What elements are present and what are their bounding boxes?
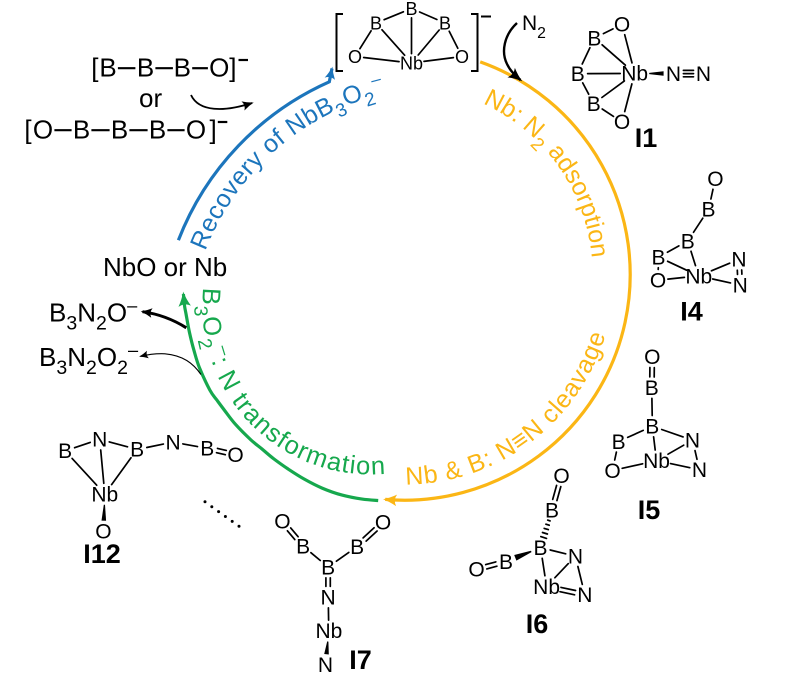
svg-text:B: B xyxy=(645,416,659,439)
svg-text:O: O xyxy=(604,460,620,483)
svg-text:N: N xyxy=(696,63,711,86)
svg-text:O: O xyxy=(644,346,660,369)
svg-text:B: B xyxy=(651,246,665,269)
svg-text:O: O xyxy=(186,115,206,145)
svg-text:B: B xyxy=(111,115,128,145)
svg-text:O: O xyxy=(348,47,362,67)
svg-text:O: O xyxy=(614,14,630,37)
svg-text:O: O xyxy=(375,512,391,535)
svg-text:B: B xyxy=(73,115,90,145)
svg-text:B: B xyxy=(130,439,144,462)
svg-text:B: B xyxy=(149,115,166,145)
svg-text:I12: I12 xyxy=(83,539,121,569)
svg-text:O: O xyxy=(227,444,243,467)
svg-text:N: N xyxy=(666,63,681,86)
svg-text:N: N xyxy=(92,429,107,452)
svg-text:[: [ xyxy=(91,53,99,83)
svg-text:N2: N2 xyxy=(522,12,546,42)
svg-text:B: B xyxy=(200,438,214,461)
svg-text:O: O xyxy=(33,115,53,145)
svg-text:Nb: Nb xyxy=(685,265,712,288)
svg-text:N: N xyxy=(321,586,336,609)
svg-text:]: ] xyxy=(229,53,236,83)
svg-text:Nb: Nb xyxy=(621,63,648,86)
svg-text:B: B xyxy=(533,537,547,560)
svg-text:Nb: Nb xyxy=(533,576,560,599)
svg-text:B: B xyxy=(99,53,116,83)
svg-text:or: or xyxy=(139,83,162,113)
svg-text:B: B xyxy=(439,14,451,34)
svg-text:O: O xyxy=(455,47,469,67)
svg-text:B3N2O–: B3N2O– xyxy=(49,296,138,335)
svg-text:NbO or Nb: NbO or Nb xyxy=(103,252,227,282)
svg-text:B: B xyxy=(681,230,695,253)
svg-text:B: B xyxy=(174,53,191,83)
svg-text:[: [ xyxy=(24,115,32,145)
svg-text:I7: I7 xyxy=(349,645,372,675)
svg-text:O: O xyxy=(209,53,229,83)
svg-text:O: O xyxy=(274,511,290,534)
svg-text:N: N xyxy=(685,430,700,453)
svg-text:I4: I4 xyxy=(680,296,703,326)
svg-text:B: B xyxy=(405,0,417,19)
svg-text:O: O xyxy=(553,465,569,488)
svg-text:N: N xyxy=(318,654,333,677)
svg-text:N: N xyxy=(166,432,181,455)
svg-text:B: B xyxy=(370,14,382,34)
svg-text:B: B xyxy=(350,536,364,559)
svg-text:B: B xyxy=(587,93,601,116)
svg-text:B: B xyxy=(701,199,715,222)
svg-text:B: B xyxy=(296,535,310,558)
svg-text:O: O xyxy=(707,168,723,191)
svg-text:B: B xyxy=(587,27,601,50)
svg-text:B: B xyxy=(545,500,559,523)
svg-text:B3N2O2–: B3N2O2– xyxy=(39,340,139,379)
svg-text:N: N xyxy=(731,249,746,272)
svg-text:Nb: Nb xyxy=(91,483,118,506)
svg-text:B: B xyxy=(612,431,626,454)
svg-text:Nb: Nb xyxy=(400,54,423,74)
svg-text:Nb: Nb xyxy=(643,450,670,473)
svg-text:Nb: Nb xyxy=(315,620,342,643)
svg-text:B3O2–: N transformation: B3O2–: N transformation xyxy=(189,287,387,480)
svg-text:I5: I5 xyxy=(638,495,661,525)
svg-text:O: O xyxy=(614,111,630,134)
svg-text:O: O xyxy=(468,559,484,582)
svg-text:I6: I6 xyxy=(526,609,549,639)
svg-text:N: N xyxy=(568,545,583,568)
svg-text:B: B xyxy=(571,63,585,86)
svg-text:B: B xyxy=(137,53,154,83)
svg-text:O: O xyxy=(95,521,111,544)
svg-text:B: B xyxy=(645,377,659,400)
svg-text:N: N xyxy=(692,459,707,482)
svg-text:B: B xyxy=(58,440,72,463)
svg-text:B: B xyxy=(321,556,335,579)
svg-text:O: O xyxy=(650,269,666,292)
svg-text:N: N xyxy=(733,274,748,297)
svg-text:Nb & B: N≡N cleavage: Nb & B: N≡N cleavage xyxy=(405,327,612,491)
svg-text:I1: I1 xyxy=(635,123,658,153)
svg-text:B: B xyxy=(499,551,513,574)
svg-text:]: ] xyxy=(210,115,217,145)
svg-text:N: N xyxy=(577,584,592,607)
svg-text:Recovery of NbB3O2–: Recovery of NbB3O2– xyxy=(185,68,384,253)
